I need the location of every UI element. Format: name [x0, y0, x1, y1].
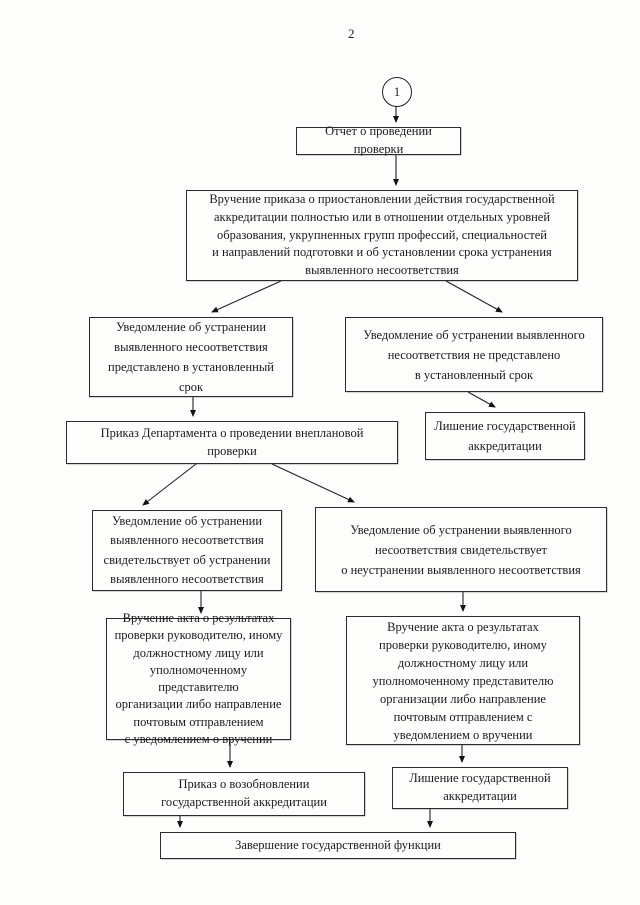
arrow-suspension-to-notice-not-submitted	[445, 280, 503, 313]
node-resumption-order: Приказ о возобновлении государственной а…	[123, 772, 365, 816]
node-act-delivery-right: Вручение акта о результатах проверки рук…	[346, 616, 580, 745]
node-completion: Завершение государственной функции	[160, 832, 516, 859]
arrow-notice-to-revocation-first	[467, 391, 496, 408]
node-notice-submitted: Уведомление об устранении выявленного не…	[89, 317, 293, 397]
arrow-order-to-non-elimination	[271, 463, 355, 503]
node-report: Отчет о проведении проверки	[296, 124, 461, 156]
node-notice-not-submitted: Уведомление об устранении выявленного не…	[345, 317, 603, 392]
connector-circle: 1	[382, 77, 412, 107]
node-notice-confirms-elimination: Уведомление об устранении выявленного не…	[92, 510, 282, 591]
node-revocation-second: Лишение государственной аккредитации	[392, 767, 568, 809]
node-suspension-order: Вручение приказа о приостановлении дейст…	[186, 190, 578, 281]
node-act-delivery-left: Вручение акта о результатах проверки рук…	[106, 611, 291, 746]
node-unscheduled-inspection-order: Приказ Департамента о проведении внеплан…	[66, 421, 398, 464]
node-notice-confirms-non-elimination: Уведомление об устранении выявленного не…	[315, 507, 607, 592]
connector-label: 1	[393, 84, 401, 99]
node-revocation-first: Лишение государственной аккредитации	[425, 412, 585, 460]
page-number: 2	[348, 26, 355, 41]
arrow-order-to-elimination	[142, 463, 197, 506]
arrow-suspension-to-notice-submitted	[211, 280, 282, 313]
